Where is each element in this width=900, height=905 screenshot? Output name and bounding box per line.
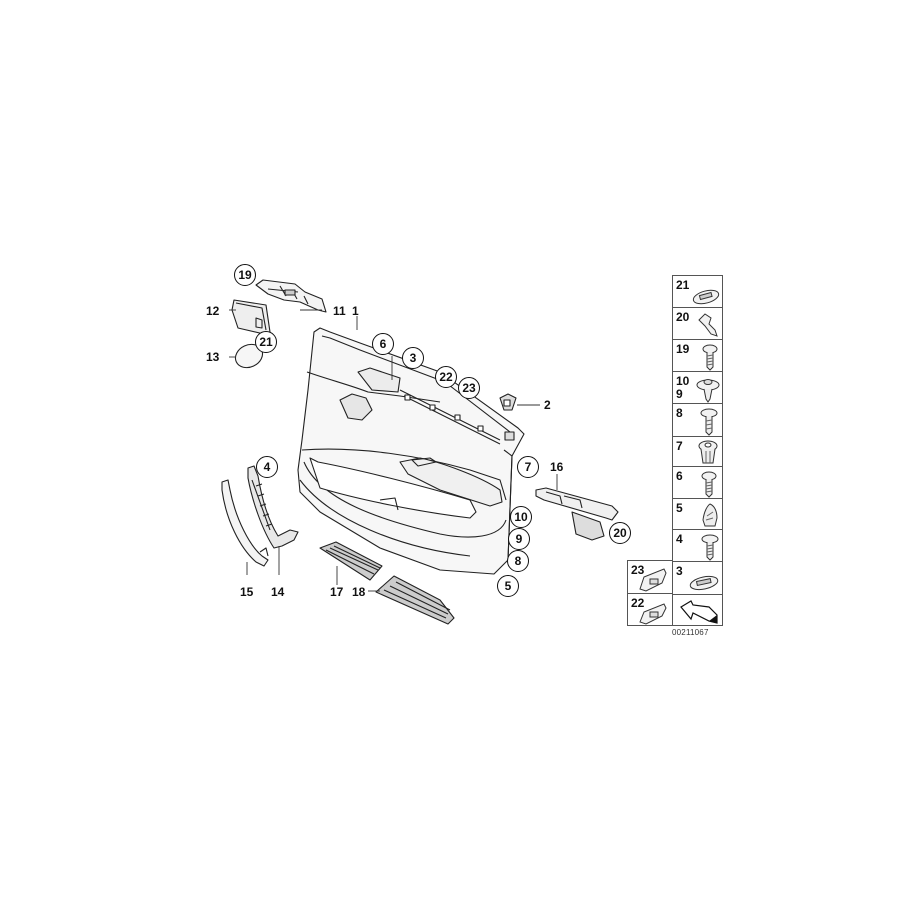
- callout-7: 7: [517, 456, 539, 478]
- expanding-nut-icon: [698, 440, 718, 464]
- callout-1: 1: [352, 304, 359, 318]
- drawing-number: 00211067: [672, 628, 709, 637]
- bracket-icon: [639, 603, 667, 625]
- parts-table-right: 21 20 19 10 9 8 7 6 5 4 3: [672, 275, 723, 626]
- table-cell-3: 3: [673, 561, 722, 594]
- callout-10: 10: [510, 506, 532, 528]
- callout-6: 6: [372, 333, 394, 355]
- callout-17: 17: [330, 585, 344, 599]
- callout-13: 13: [206, 350, 220, 364]
- callout-11: 11: [333, 304, 346, 318]
- table-cell-8: 8: [673, 403, 722, 436]
- part-18-grille-icon: [375, 575, 455, 625]
- callout-3: 3: [402, 347, 424, 369]
- callout-15: 15: [240, 585, 254, 599]
- callout-4: 4: [256, 456, 278, 478]
- table-cell-23: 23: [628, 561, 672, 594]
- callout-12: 12: [206, 304, 220, 318]
- screw-icon: [701, 471, 717, 498]
- part-17-grille-icon: [319, 541, 383, 581]
- part-19-bracket-icon: [255, 279, 327, 313]
- callout-5: 5: [497, 575, 519, 597]
- screw-icon: [701, 534, 719, 561]
- part-16-switch-panel-icon: [535, 487, 619, 541]
- table-cell-21: 21: [673, 276, 722, 308]
- callout-2: 2: [544, 398, 551, 412]
- part-2-switch-icon: [499, 393, 517, 411]
- screw-icon: [702, 344, 718, 371]
- clip-plate-icon: [692, 289, 720, 305]
- table-cell-20: 20: [673, 307, 722, 339]
- callout-16: 16: [550, 460, 564, 474]
- callout-21: 21: [255, 331, 277, 353]
- callout-23: 23: [458, 377, 480, 399]
- table-cell-arrow: [673, 594, 722, 626]
- table-cell-19: 19: [673, 339, 722, 371]
- table-cell-22: 22: [628, 593, 672, 626]
- screw-icon: [700, 408, 718, 436]
- part-12-handle-cover-icon: [231, 299, 271, 335]
- parts-table-left: 23 22: [627, 560, 673, 626]
- table-cell-5: 5: [673, 498, 722, 529]
- callout-19: 19: [234, 264, 256, 286]
- callout-8: 8: [507, 550, 529, 572]
- part-14-handle-carrier-icon: [247, 465, 299, 549]
- callout-9: 9: [508, 528, 530, 550]
- callout-18: 18: [352, 585, 366, 599]
- table-cell-6: 6: [673, 466, 722, 498]
- table-cell-10-9: 10 9: [673, 371, 722, 403]
- clip-plate-icon: [689, 575, 719, 591]
- expanding-rivet-icon: [696, 379, 720, 403]
- callout-20: 20: [609, 522, 631, 544]
- callout-14: 14: [271, 585, 285, 599]
- table-cell-7: 7: [673, 436, 722, 466]
- bracket-icon: [639, 568, 667, 592]
- callout-22: 22: [435, 366, 457, 388]
- clip-icon: [702, 503, 718, 527]
- part-15-grab-handle-icon: [221, 479, 269, 567]
- bracket-clip-icon: [698, 313, 718, 337]
- table-cell-4: 4: [673, 529, 722, 561]
- arrow-icon: [680, 600, 718, 624]
